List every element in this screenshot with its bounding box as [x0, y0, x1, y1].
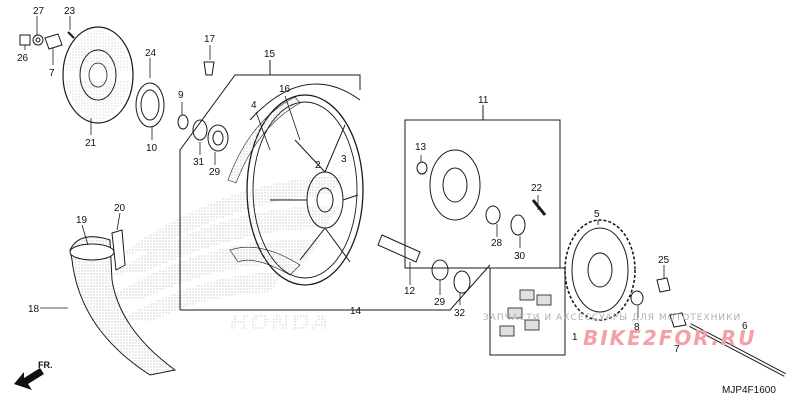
rim-strip	[227, 96, 301, 184]
rear-fender	[69, 229, 177, 376]
callout-32: 32	[454, 308, 466, 319]
nut-washer	[630, 277, 671, 306]
callout-30: 30	[514, 251, 526, 262]
callout-6: 6	[742, 321, 748, 332]
callout-24: 24	[145, 48, 157, 59]
final-driven-flange	[416, 149, 547, 236]
callout-16: 16	[279, 84, 291, 95]
callout-18: 18	[28, 304, 40, 315]
callout-25: 25	[658, 255, 670, 266]
callout-29-bottom: 29	[434, 297, 446, 308]
axle-shaft	[669, 312, 786, 377]
callout-27: 27	[33, 6, 45, 17]
direction-label: FR.	[38, 360, 53, 370]
callout-20: 20	[114, 203, 126, 214]
callout-26: 26	[17, 53, 29, 64]
callout-9: 9	[178, 90, 184, 101]
seals-left	[177, 114, 229, 152]
honda-logo-text: HONDA	[230, 311, 331, 336]
callout-7-left: 7	[49, 68, 55, 79]
callout-31: 31	[193, 157, 205, 168]
watermark-brand: BIKE2FOR.RU	[583, 326, 756, 350]
pulser-ring	[135, 82, 165, 128]
callout-29-left: 29	[209, 167, 221, 178]
honda-wing-background: HONDA	[105, 175, 345, 336]
callout-labels: 27 23 26 7 24 21 9 10 17 15 16 4 31 29 2…	[17, 6, 748, 355]
damper-rubbers	[499, 289, 552, 337]
leader-lines	[24, 16, 665, 318]
callout-4: 4	[251, 100, 257, 111]
watermark-tagline: ЗАПЧАСТИ И АКСЕССУАРЫ ДЛЯ МОТОТЕХНИКИ	[483, 313, 741, 323]
axle-collar	[377, 234, 471, 294]
callout-14: 14	[350, 306, 362, 317]
rear-wheel	[246, 83, 364, 286]
callout-17: 17	[204, 34, 216, 45]
diagram-code: MJP4F1600	[722, 385, 776, 396]
assembly-frames	[179, 60, 566, 356]
callout-7-right: 7	[674, 344, 680, 355]
callout-15: 15	[264, 49, 276, 60]
callout-23: 23	[64, 6, 76, 17]
callout-19: 19	[76, 215, 88, 226]
callout-1: 1	[572, 332, 578, 343]
wheel-part-shield	[229, 246, 301, 276]
callout-21: 21	[85, 138, 97, 149]
sprocket	[564, 219, 636, 321]
callout-13: 13	[415, 142, 427, 153]
bolt-23	[67, 31, 75, 39]
callout-2: 2	[315, 160, 321, 171]
callout-3: 3	[341, 154, 347, 165]
collar-17	[203, 61, 215, 76]
callout-5: 5	[594, 209, 600, 220]
front-direction-arrow: FR.	[14, 360, 53, 390]
callout-12: 12	[404, 286, 416, 297]
callout-11: 11	[478, 95, 489, 106]
callout-22: 22	[531, 183, 543, 194]
callout-10: 10	[146, 143, 158, 154]
brake-disc	[62, 26, 134, 124]
callout-28: 28	[491, 238, 503, 249]
callout-8: 8	[634, 322, 640, 333]
small-parts-left	[19, 33, 63, 50]
